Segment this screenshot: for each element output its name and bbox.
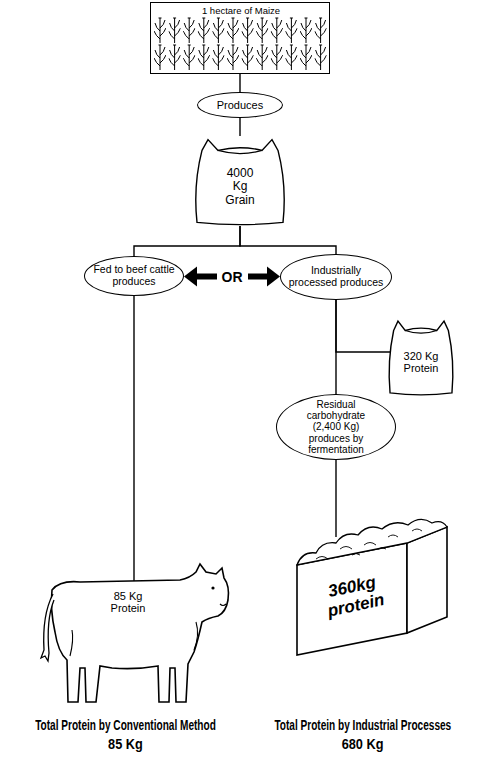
- cow-outline: [30, 560, 230, 710]
- total-label: Total Protein by Conventional Method: [35, 717, 216, 733]
- sack-tie: [218, 150, 262, 153]
- node-text: Industrially processed produces: [288, 265, 384, 289]
- crate-side: [407, 527, 447, 633]
- text-area: Residual carbohydrate (2,400 Kg) produce…: [277, 395, 395, 459]
- process-oval: Produces: [197, 92, 283, 118]
- total-label-row: Total Protein by Industrial Processes: [203, 716, 479, 734]
- edge-label: OR: [217, 269, 248, 285]
- text-area: Produces: [198, 93, 282, 117]
- total-label-row: 680 Kg: [203, 735, 479, 753]
- node-text: 1 hectare of Maize: [151, 6, 331, 17]
- node-text: 4000 Kg Grain: [218, 167, 262, 207]
- connector: [184, 267, 280, 287]
- connector: [134, 296, 135, 581]
- total-label: 680 Kg: [342, 735, 384, 752]
- text-area: 320 Kg Protein: [385, 318, 457, 396]
- connector: [240, 226, 336, 254]
- connector-line: [336, 300, 390, 352]
- connector: [240, 74, 241, 92]
- connector-line: [335, 460, 336, 537]
- total-label: Total Protein by Industrial Processes: [275, 717, 452, 733]
- connector-line: [240, 226, 336, 254]
- protein-sack: 320 Kg Protein: [385, 318, 457, 396]
- arrow-head: [267, 267, 280, 287]
- connector: [336, 300, 390, 352]
- node-text: Fed to beef cattle produces: [91, 264, 177, 288]
- connector-line: [239, 118, 240, 136]
- connector-line: [133, 296, 134, 581]
- field-box: 1 hectare of Maize: [150, 2, 330, 74]
- connector-line: [335, 300, 336, 394]
- total-label: 85 Kg: [108, 735, 143, 752]
- sack-tie: [405, 330, 437, 333]
- text-area: Fed to beef cattle produces: [85, 257, 183, 295]
- arrow-head: [184, 267, 197, 287]
- node-text: 320 Kg Protein: [398, 350, 444, 375]
- cow-detail: [70, 604, 226, 656]
- total-label-row: 85 Kg: [0, 735, 285, 753]
- heap-texture: [316, 529, 422, 559]
- connector-line: [134, 226, 240, 256]
- connector: [336, 460, 337, 537]
- sack-body: [389, 321, 453, 395]
- text-area: Industrially processed produces: [281, 255, 391, 299]
- cow-illustration: 85 Kg Protein: [30, 560, 230, 710]
- protein-crate: 360kg protein: [292, 515, 454, 657]
- connector: [134, 226, 240, 256]
- process-oval: Residual carbohydrate (2,400 Kg) produce…: [276, 394, 396, 460]
- text-area: 4000 Kg Grain: [190, 136, 290, 226]
- node-text: Residual carbohydrate (2,400 Kg) produce…: [300, 399, 372, 455]
- connector-line: [239, 74, 240, 92]
- total-label-row: Total Protein by Conventional Method: [0, 716, 285, 734]
- node-text: 85 Kg Protein: [102, 590, 154, 615]
- connector: [240, 118, 241, 136]
- cow-eye: [211, 586, 214, 589]
- connector: [336, 300, 337, 394]
- sack-body: [196, 140, 284, 225]
- protein-heap: [297, 519, 447, 565]
- process-oval: Fed to beef cattle produces: [84, 256, 184, 296]
- grain-sack: 4000 Kg Grain: [190, 136, 290, 226]
- cow-body: [51, 564, 228, 702]
- node-text: Produces: [200, 99, 280, 111]
- cow-tail: [41, 594, 54, 661]
- process-oval: Industrially processed produces: [280, 254, 392, 300]
